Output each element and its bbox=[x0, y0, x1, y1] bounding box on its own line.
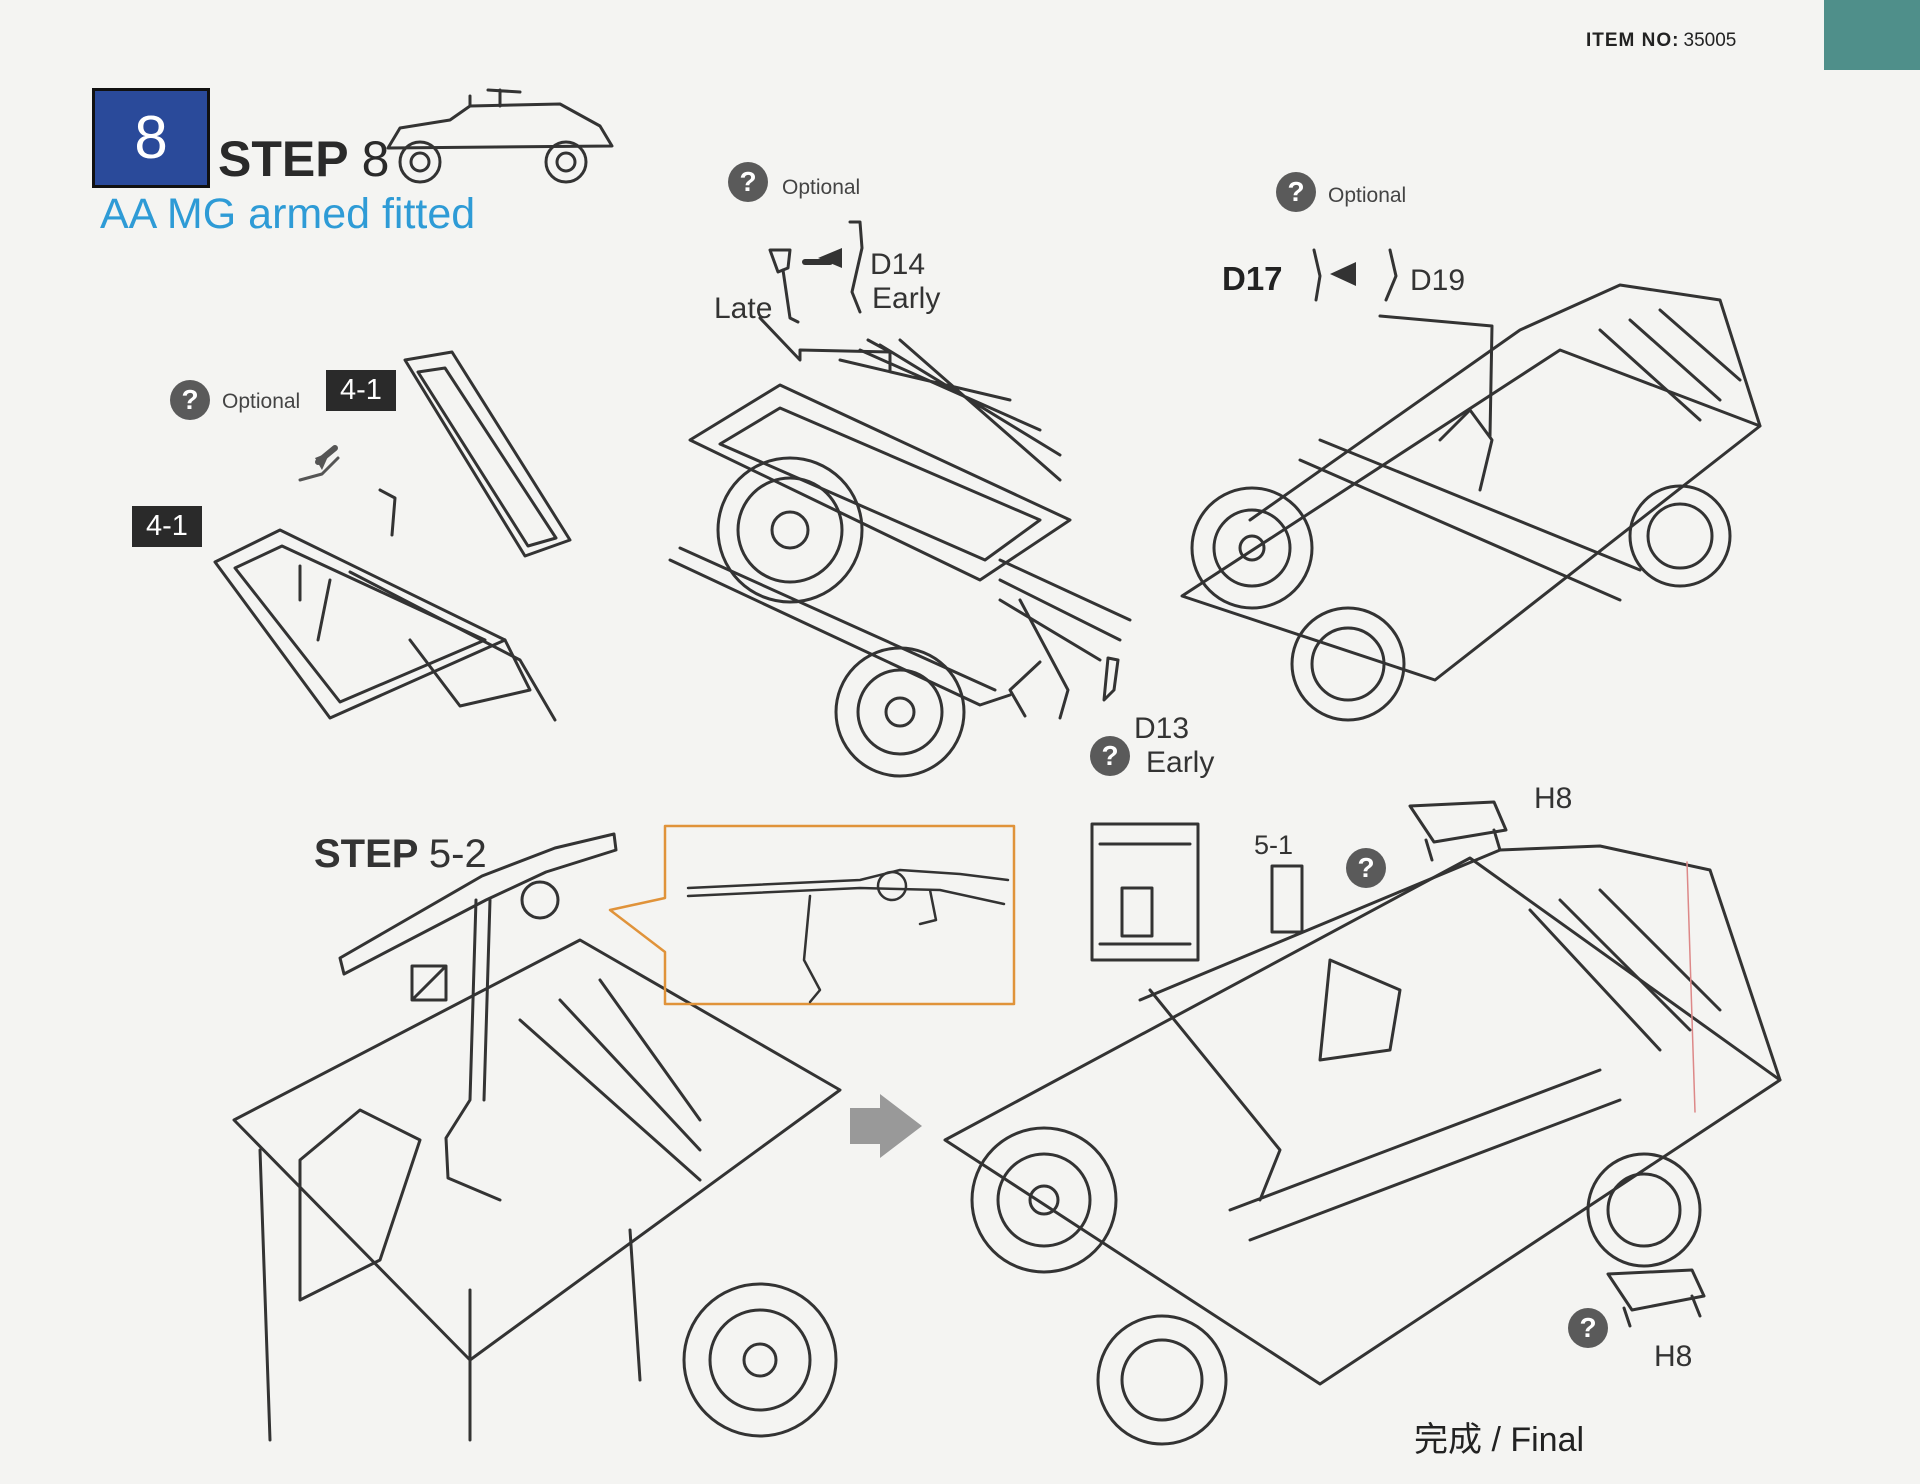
label-early-bottom: Early bbox=[1146, 746, 1215, 779]
windscreen-panel-art bbox=[213, 350, 572, 722]
mg-callout-art bbox=[686, 868, 1010, 1004]
part-d19: D19 bbox=[1410, 264, 1466, 297]
arrow-to-final bbox=[850, 1094, 922, 1158]
optional-icon: ? bbox=[170, 380, 210, 420]
mirror-panel-art bbox=[668, 220, 1132, 778]
step-subtitle: AA MG armed fitted bbox=[100, 190, 476, 238]
mg-callout-box bbox=[608, 824, 1016, 1006]
mg-panel-art bbox=[232, 832, 842, 1442]
optional-label: Optional bbox=[782, 176, 861, 199]
final-caption: 完成 / Final bbox=[1414, 1421, 1585, 1459]
step-title: STEP 8 bbox=[218, 131, 390, 187]
part-d17: D17 bbox=[1222, 260, 1283, 297]
part-tag-4-1-left: 4-1 bbox=[132, 506, 202, 547]
vehicle-thumbnail bbox=[386, 88, 614, 184]
item-number: ITEM NO:35005 bbox=[1586, 30, 1737, 51]
optional-icon: ? bbox=[1276, 172, 1316, 212]
optional-icon: ? bbox=[728, 162, 768, 202]
page-edge-tab bbox=[1824, 0, 1920, 70]
step-badge: 8 bbox=[92, 88, 210, 188]
rear-panel-art bbox=[1180, 248, 1762, 722]
reference-line bbox=[1686, 861, 1696, 1113]
final-panel-art bbox=[943, 800, 1782, 1446]
optional-label: Optional bbox=[222, 390, 301, 413]
label-late: Late bbox=[714, 292, 773, 325]
part-d14: D14 bbox=[870, 248, 926, 281]
part-h8-top: H8 bbox=[1534, 782, 1573, 815]
step-5-2-title: STEP 5-2 bbox=[314, 832, 487, 876]
label-early-top: Early bbox=[872, 282, 941, 315]
optional-icon: ? bbox=[1346, 848, 1386, 888]
optional-icon: ? bbox=[1568, 1308, 1608, 1348]
part-d13: D13 bbox=[1134, 712, 1190, 745]
part-5-1: 5-1 bbox=[1254, 830, 1294, 860]
part-h8-bottom: H8 bbox=[1654, 1340, 1693, 1373]
optional-icon: ? bbox=[1090, 736, 1130, 776]
optional-label: Optional bbox=[1328, 184, 1407, 207]
part-tag-4-1-top: 4-1 bbox=[326, 370, 396, 411]
